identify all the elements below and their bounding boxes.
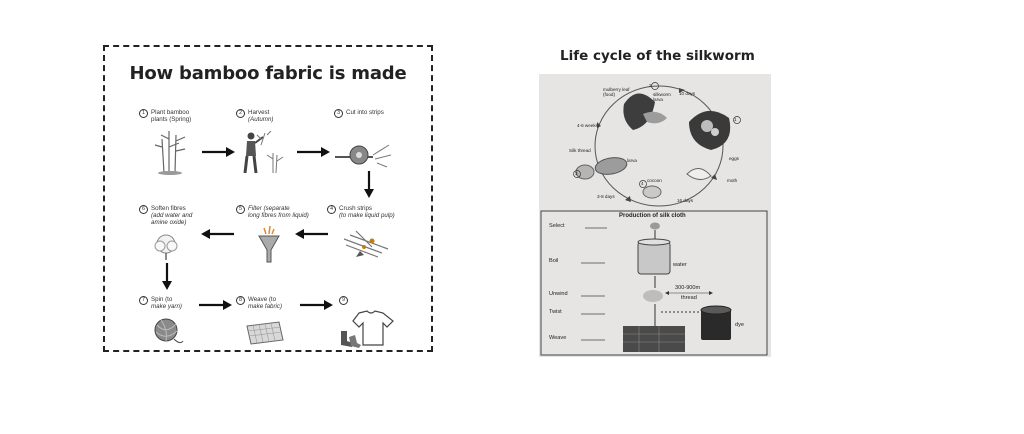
step-4-number: 4 bbox=[327, 205, 336, 214]
step-6-line3: amine oxide) bbox=[151, 219, 186, 226]
cycle-number-3: 3 bbox=[575, 171, 578, 176]
production-step-twist: Twist bbox=[549, 309, 562, 315]
step-2-number: 2 bbox=[236, 109, 245, 118]
step-8-line1: Weave (to bbox=[248, 296, 276, 303]
soft-fibre-cotton-icon bbox=[151, 231, 181, 261]
harvest-person-icon bbox=[239, 131, 287, 175]
cocoon-label: cocoon bbox=[647, 178, 662, 183]
step-4-line1: Crush strips bbox=[339, 205, 372, 212]
step-3-number: 3 bbox=[334, 109, 343, 118]
woven-fabric-icon bbox=[245, 320, 285, 346]
arrow-5-to-6 bbox=[200, 229, 234, 239]
three-eight-days-label: 3-8 days bbox=[597, 194, 615, 199]
cycle-number-4: 4 bbox=[641, 181, 644, 186]
dye-label: dye bbox=[735, 322, 744, 328]
step-5-line2: long fibres from liquid) bbox=[248, 212, 309, 219]
weeks-label: 4-6 weeks bbox=[577, 123, 598, 128]
production-title: Production of silk cloth bbox=[619, 213, 686, 219]
cut-strips-saw-icon bbox=[333, 139, 393, 169]
thread-label: thread bbox=[681, 295, 697, 301]
yarn-ball-icon bbox=[150, 315, 184, 347]
cycle-number-2: 2 bbox=[649, 83, 652, 88]
step-5-line1: Filter (separate bbox=[248, 205, 290, 212]
step-6-number: 6 bbox=[139, 205, 148, 214]
arrow-3-to-4 bbox=[364, 171, 374, 199]
step-7-line1: Spin (to bbox=[151, 296, 172, 303]
production-step-select: Select bbox=[549, 223, 565, 229]
eggs-label: eggs bbox=[729, 156, 739, 161]
step-5-number: 5 bbox=[236, 205, 245, 214]
arrow-2-to-3 bbox=[297, 147, 331, 157]
cycle-number-1: 1 bbox=[734, 117, 737, 122]
silk-thread-label: Silk thread bbox=[569, 148, 591, 153]
production-step-unwind: Unwind bbox=[549, 291, 568, 297]
step-9-label: 9 bbox=[339, 296, 351, 305]
bamboo-plant-icon bbox=[155, 125, 195, 175]
step-6-line2: (add water and bbox=[151, 212, 192, 219]
clothing-shirt-socks-icon bbox=[337, 309, 397, 349]
mulberry-leaf-label: mulberry leaf(food) bbox=[603, 87, 630, 97]
arrow-1-to-2 bbox=[202, 147, 236, 157]
step-7-line2: make yarn) bbox=[151, 303, 182, 310]
moth-label: moth bbox=[727, 178, 737, 183]
arrow-6-to-7 bbox=[162, 263, 172, 291]
silkworm-title: Life cycle of the silkworm bbox=[560, 48, 755, 64]
bamboo-title: How bamboo fabric is made bbox=[105, 63, 431, 84]
filter-funnel-icon bbox=[256, 224, 282, 264]
arrow-7-to-8 bbox=[199, 300, 233, 310]
production-step-weave: Weave bbox=[549, 335, 566, 341]
length-label: 300-900m bbox=[675, 285, 700, 291]
step-4-line2: (to make liquid pulp) bbox=[339, 212, 395, 219]
step-8-line2: make fabric) bbox=[248, 303, 282, 310]
step-1-number: 1 bbox=[139, 109, 148, 118]
arrow-8-to-9 bbox=[300, 300, 334, 310]
arrow-4-to-5 bbox=[294, 229, 328, 239]
step-1-line2: plants (Spring) bbox=[151, 116, 191, 123]
production-step-boil: Boil bbox=[549, 258, 558, 264]
step-8-number: 8 bbox=[236, 296, 245, 305]
step-1-line1: Plant bamboo bbox=[151, 109, 189, 116]
step-9-number: 9 bbox=[339, 296, 348, 305]
larva-label: larva bbox=[627, 158, 637, 163]
crushed-strips-icon bbox=[342, 227, 397, 259]
sixteen-days-label: 16 days bbox=[677, 198, 693, 203]
step-3-line1: Cut into strips bbox=[346, 109, 384, 116]
water-label: water bbox=[673, 262, 687, 268]
ten-days-label: 10 days bbox=[679, 91, 695, 96]
step-7-number: 7 bbox=[139, 296, 148, 305]
step-6-line1: Soften fibres bbox=[151, 205, 186, 212]
step-2-line2: (Autumn) bbox=[248, 116, 273, 123]
step-2-line1: Harvest bbox=[248, 109, 269, 116]
